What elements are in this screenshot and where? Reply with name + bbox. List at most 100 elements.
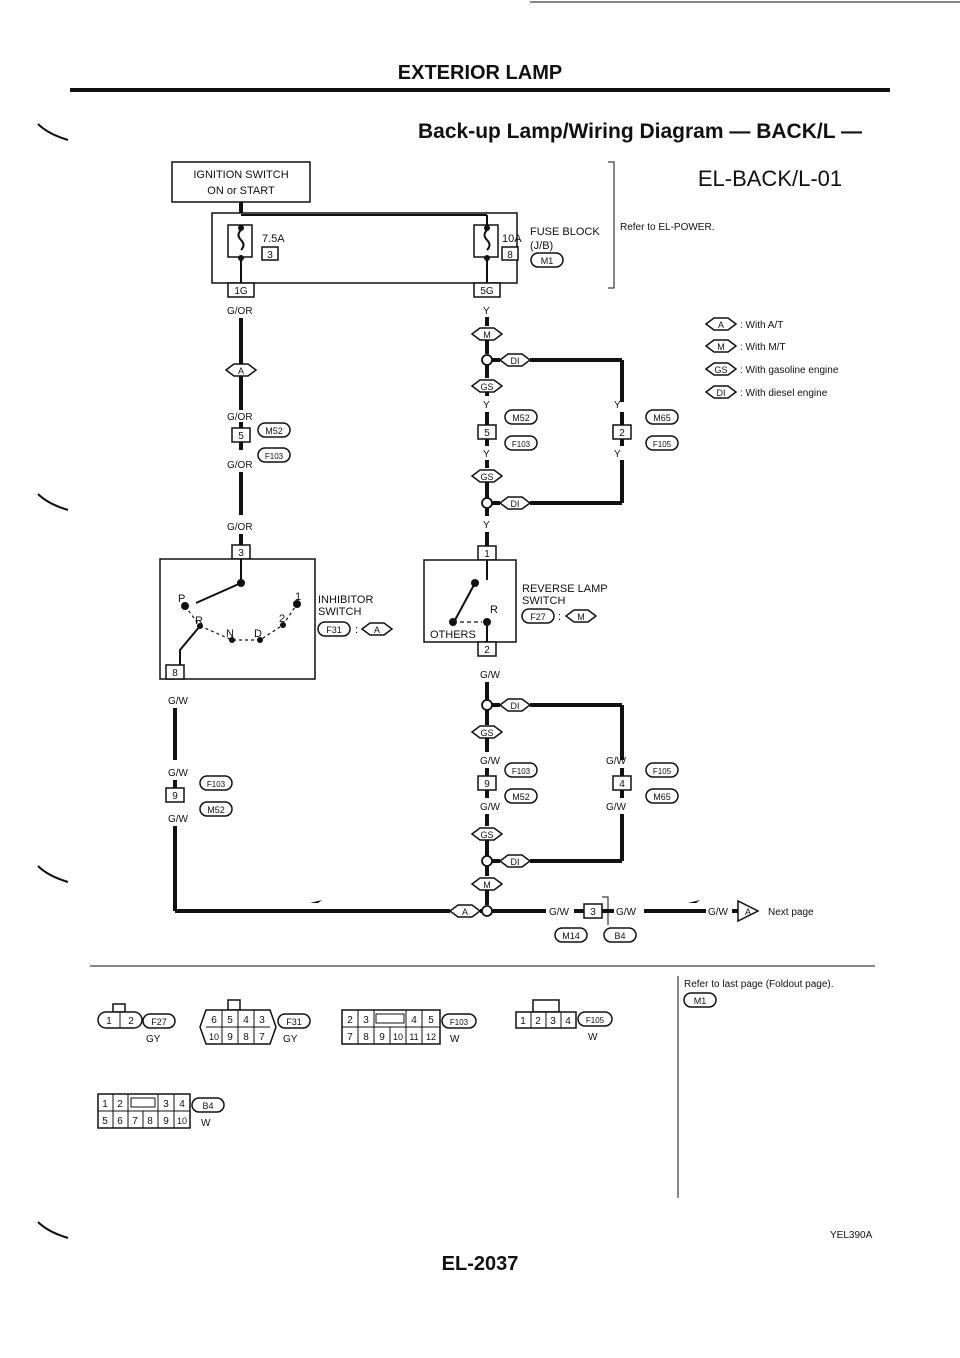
svg-text:6: 6 <box>211 1015 217 1026</box>
svg-text:F31: F31 <box>326 625 342 635</box>
svg-text:8: 8 <box>147 1116 153 1127</box>
ignition-switch-state: ON or START <box>207 185 275 197</box>
svg-text:W: W <box>450 1034 460 1045</box>
reverse-output-branch: G/W DI GS G/W 9 F103 M52 G/W GS DI M <box>470 670 624 917</box>
connector-f105: 1 2 3 4 F105 W <box>515 999 613 1043</box>
svg-text:3: 3 <box>238 548 244 559</box>
svg-text:R: R <box>195 615 203 627</box>
svg-text:1: 1 <box>484 549 490 560</box>
svg-text:2: 2 <box>128 1016 134 1027</box>
svg-text:Y: Y <box>483 520 490 531</box>
svg-text:G/OR: G/OR <box>227 412 253 423</box>
bottom-bus: A G/W 3 G/W G/W A Next page M14 B4 <box>448 896 814 943</box>
svg-text:G/W: G/W <box>168 814 189 825</box>
svg-text:M14: M14 <box>562 931 580 941</box>
svg-text:Y: Y <box>614 449 621 460</box>
svg-text:F105: F105 <box>653 767 672 776</box>
svg-text:M: M <box>577 612 585 622</box>
svg-text:Y: Y <box>483 400 490 411</box>
svg-text:M: M <box>483 330 491 340</box>
connector-f103: 2 3 4 5 7 8 9 10 11 12 F103 W <box>341 1009 477 1045</box>
fuse-block <box>211 212 518 284</box>
svg-text:2: 2 <box>619 428 625 439</box>
fuse-left-icon <box>237 229 245 251</box>
refer-power: Refer to EL-POWER. <box>620 222 714 233</box>
svg-text:F31: F31 <box>286 1017 302 1027</box>
fuse-block-label: FUSE BLOCK <box>530 226 600 238</box>
svg-text:B4: B4 <box>614 931 625 941</box>
svg-text:F103: F103 <box>265 452 284 461</box>
svg-text:: With A/T: : With A/T <box>740 320 783 331</box>
svg-text:1: 1 <box>295 591 301 603</box>
svg-text:GS: GS <box>480 472 493 482</box>
svg-text:B4: B4 <box>202 1101 213 1111</box>
svg-text:F103: F103 <box>512 767 531 776</box>
svg-text:7: 7 <box>259 1032 265 1043</box>
svg-text:GS: GS <box>480 382 493 392</box>
svg-text:OTHERS: OTHERS <box>430 629 476 641</box>
svg-text:9: 9 <box>172 791 178 802</box>
reverse-lamp-label: REVERSE LAMP <box>522 583 608 595</box>
svg-text:G/W: G/W <box>480 756 501 767</box>
fuse-left-amps: 7.5A <box>262 233 285 245</box>
svg-text:7: 7 <box>132 1116 138 1127</box>
fuse-block-jb: (J/B) <box>530 240 553 252</box>
terminal-5g: 5G <box>480 286 494 297</box>
svg-text:A: A <box>462 907 468 917</box>
svg-text:10: 10 <box>177 1116 187 1126</box>
terminal-1g: 1G <box>234 286 248 297</box>
svg-text:M65: M65 <box>653 413 671 423</box>
svg-text:2: 2 <box>535 1016 541 1027</box>
svg-text:4: 4 <box>411 1015 417 1026</box>
svg-text:12: 12 <box>426 1032 436 1042</box>
svg-text:M65: M65 <box>653 792 671 802</box>
svg-text:3: 3 <box>590 907 596 918</box>
fuse-right-number: 8 <box>507 250 513 261</box>
inhibitor-output-branch: G/W G/W 9 F103 M52 G/W <box>165 696 450 913</box>
svg-text:F105: F105 <box>653 440 672 449</box>
svg-text:G/OR: G/OR <box>227 460 253 471</box>
svg-text:5: 5 <box>238 431 244 442</box>
connector-f27: 1 2 F27 GY <box>97 1003 176 1045</box>
svg-text:GS: GS <box>480 830 493 840</box>
svg-text:9: 9 <box>379 1032 385 1043</box>
svg-text:M52: M52 <box>512 792 530 802</box>
svg-text:W: W <box>201 1118 211 1129</box>
svg-text:5: 5 <box>484 428 490 439</box>
fuse-right-icon <box>483 229 491 251</box>
refer-last-connector: M1 <box>694 996 707 1006</box>
svg-text:: With diesel engine: : With diesel engine <box>740 388 828 399</box>
svg-text:G/W: G/W <box>480 670 501 681</box>
svg-text:Y: Y <box>483 449 490 460</box>
svg-text:D: D <box>254 628 262 640</box>
svg-text:DI: DI <box>511 701 520 711</box>
svg-text:8: 8 <box>172 668 178 679</box>
svg-text:8: 8 <box>363 1032 369 1043</box>
svg-text:2: 2 <box>347 1015 353 1026</box>
svg-text:9: 9 <box>227 1032 233 1043</box>
diagram-title: Back-up Lamp/Wiring Diagram — BACK/L — <box>418 120 862 143</box>
header-rule <box>70 88 890 92</box>
svg-text:G/W: G/W <box>708 907 729 918</box>
svg-text:G/W: G/W <box>606 802 627 813</box>
svg-text:P: P <box>178 593 185 605</box>
svg-text:9: 9 <box>163 1116 169 1127</box>
svg-text:: With M/T: : With M/T <box>740 342 786 353</box>
svg-text:G/W: G/W <box>606 756 627 767</box>
svg-text:GS: GS <box>480 728 493 738</box>
svg-text:M: M <box>717 342 725 352</box>
svg-text:G/OR: G/OR <box>227 306 253 317</box>
svg-text:7: 7 <box>347 1032 353 1043</box>
svg-text:R: R <box>490 604 498 616</box>
svg-text:DI: DI <box>511 356 520 366</box>
inhibitor-label: INHIBITOR <box>318 594 373 606</box>
svg-text:2: 2 <box>279 613 285 625</box>
svg-text:4: 4 <box>179 1099 185 1110</box>
svg-text:5: 5 <box>428 1015 434 1026</box>
diagram-code: EL-BACK/L-01 <box>698 166 842 191</box>
mt-branch: Y M DI GS Y 5 M52 F103 Y GS DI Y <box>470 306 624 561</box>
svg-text:F105: F105 <box>586 1016 605 1025</box>
svg-text:F103: F103 <box>512 440 531 449</box>
connector-b4: 1 2 3 4 5 6 7 8 9 10 B4 W <box>97 1093 225 1129</box>
svg-text:M: M <box>483 880 491 890</box>
